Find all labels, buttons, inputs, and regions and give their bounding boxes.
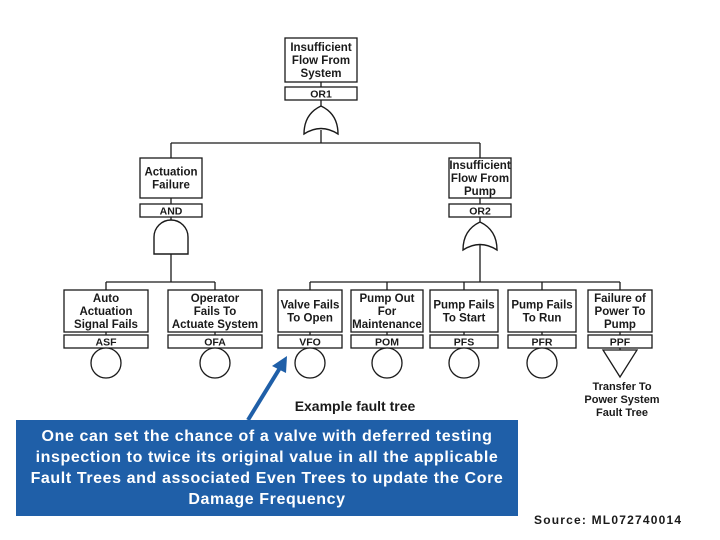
top-event-label-line: Flow From: [292, 55, 350, 67]
basic-event-box: [507, 289, 577, 333]
source-citation: Source: ML072740014: [534, 513, 683, 527]
top-event-id: OR1: [310, 89, 332, 101]
intermediate-event-label-line: Actuation: [144, 167, 197, 179]
diagram-caption: Example fault tree: [295, 398, 416, 414]
basic-event-box: [587, 289, 653, 333]
basic-event-label-line: Valve Fails: [281, 300, 340, 312]
basic-event-circle: [199, 347, 231, 379]
basic-event-id: PFS: [454, 337, 474, 349]
basic-event-box: [167, 289, 263, 333]
basic-event-label-line: For: [378, 306, 397, 318]
basic-event-label-line: Auto: [93, 293, 119, 305]
basic-event-id-box: [587, 334, 653, 349]
transfer-note-line: Fault Tree: [596, 407, 648, 419]
top-event-label-line: Insufficient: [290, 42, 352, 54]
basic-event-label-line: Actuate System: [172, 319, 258, 331]
intermediate-event-id-box: [448, 203, 512, 218]
basic-event-circle: [448, 347, 480, 379]
basic-event-id: POM: [375, 337, 399, 349]
intermediate-event-label-line: Insufficient: [449, 160, 511, 172]
basic-event-label-line: Fails To: [194, 306, 237, 318]
top-event-id-box: [284, 86, 358, 101]
top-event-label-line: System: [301, 68, 342, 80]
basic-event-circle: [294, 347, 326, 379]
basic-event-id: ASF: [96, 337, 118, 349]
basic-event-id: OFA: [204, 337, 226, 349]
basic-event-circle: [526, 347, 558, 379]
intermediate-event-id: AND: [160, 206, 183, 218]
and-gate: [153, 219, 189, 255]
basic-event-label-line: Pump Fails: [433, 300, 494, 312]
intermediate-event-label-line: Pump: [464, 186, 496, 198]
arrow-head: [272, 356, 287, 373]
transfer-triangle: [601, 349, 639, 379]
callout-arrow: [246, 356, 287, 422]
basic-event-label-line: To Run: [523, 313, 562, 325]
basic-event-label-line: Pump Fails: [511, 300, 572, 312]
basic-event-label-line: Pump: [604, 319, 636, 331]
basic-event-label-line: Operator: [191, 293, 240, 305]
basic-event-box: [350, 289, 424, 333]
basic-event-circle: [371, 347, 403, 379]
basic-event-label-line: To Open: [287, 313, 333, 325]
or-gate: [462, 221, 498, 252]
basic-event-label-line: Signal Fails: [74, 319, 138, 331]
basic-event-id: VFO: [299, 337, 321, 349]
intermediate-event-id: OR2: [469, 206, 491, 218]
or-gate: [303, 105, 339, 136]
basic-event-id: PFR: [532, 337, 553, 349]
basic-event-label-line: Power To: [595, 306, 646, 318]
basic-event-id: PPF: [610, 337, 631, 349]
intermediate-event-box: [448, 157, 512, 199]
basic-event-box: [63, 289, 149, 333]
arrow-shaft: [246, 361, 285, 422]
intermediate-event-id-box: [139, 203, 203, 218]
basic-event-box: [277, 289, 343, 333]
basic-event-circle: [90, 347, 122, 379]
basic-event-label-line: To Start: [443, 313, 486, 325]
intermediate-event-box: [139, 157, 203, 199]
transfer-note-line: Power System: [584, 394, 659, 406]
basic-event-box: [429, 289, 499, 333]
basic-event-label-line: Pump Out: [360, 293, 415, 305]
intermediate-event-label-line: Failure: [152, 180, 190, 192]
basic-event-label-line: Failure of: [594, 293, 646, 305]
intermediate-event-label-line: Flow From: [451, 173, 509, 185]
top-event-box: [284, 37, 358, 83]
basic-event-label-line: Actuation: [79, 306, 132, 318]
callout-box: One can set the chance of a valve with d…: [16, 420, 518, 516]
basic-event-label-line: Maintenance: [352, 319, 422, 331]
transfer-note-line: Transfer To: [592, 381, 651, 393]
